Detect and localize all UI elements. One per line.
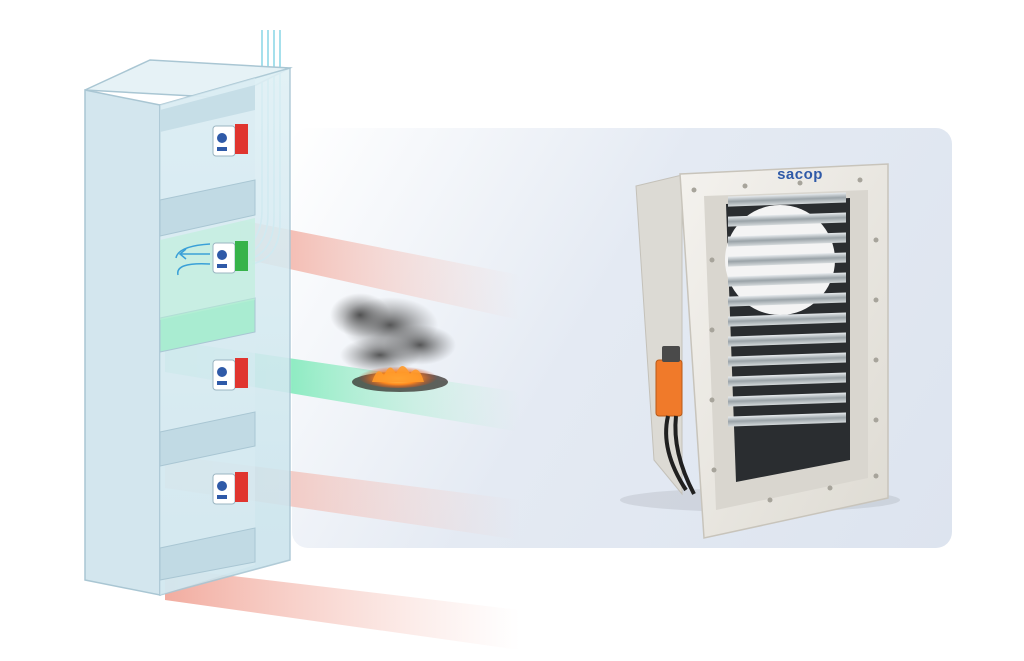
actuator-motor: [655, 346, 696, 495]
smoke-shaft: [84, 59, 293, 596]
damper-level-1: [212, 124, 248, 157]
frame-bolts: [691, 177, 879, 503]
damper-level-3: [212, 358, 248, 391]
damper-level-2: [212, 241, 248, 274]
fan-icon: [217, 133, 227, 143]
brand-logo: sacop: [777, 166, 823, 183]
fire-icon: [352, 364, 448, 392]
duct-level-1: [240, 220, 520, 320]
smoke-cloud-icon: [330, 293, 456, 373]
damper-level-4: [212, 472, 248, 505]
damper-blades: [728, 192, 846, 427]
airflow-arrows-icon: [175, 243, 211, 276]
fire-damper-product: [620, 163, 900, 539]
duct-level-4: [165, 568, 520, 650]
